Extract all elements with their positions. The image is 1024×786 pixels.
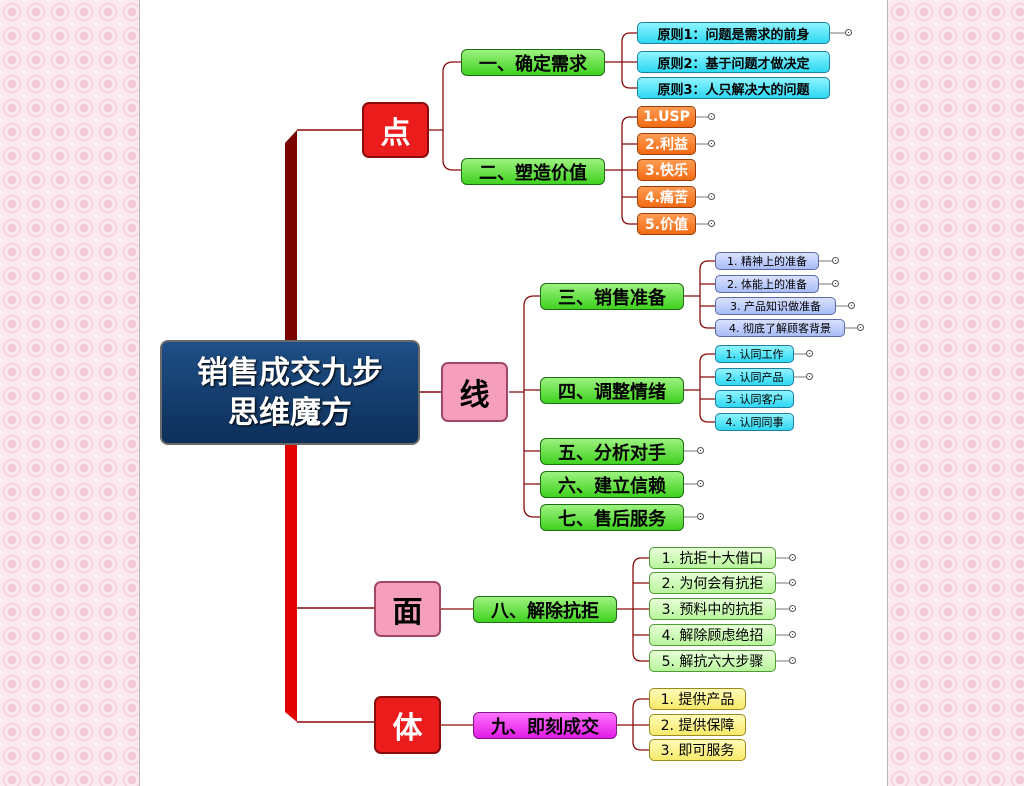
leaf-principle-2[interactable]: 原则2：基于问题才做决定	[637, 51, 830, 73]
trunk-upper	[285, 130, 297, 340]
topic-3-sales-prep[interactable]: 三、销售准备	[540, 283, 684, 310]
expand-toggle-icon[interactable]	[806, 350, 813, 357]
topic-4-adjust-emotion[interactable]: 四、调整情绪	[540, 377, 684, 404]
leaf-accept-customer[interactable]: 3. 认同客户	[715, 390, 794, 408]
leaf-physical-prep[interactable]: 2. 体能上的准备	[715, 275, 819, 293]
trunk-lower	[285, 444, 297, 722]
leaf-objection-tricks[interactable]: 4. 解除顾虑绝招	[649, 624, 776, 646]
leaf-pain[interactable]: 4.痛苦	[637, 186, 696, 208]
topic-5-analyze-rivals[interactable]: 五、分析对手	[540, 438, 684, 465]
leaf-usp[interactable]: 1.USP	[637, 106, 696, 128]
wires-xian	[509, 260, 715, 518]
leaf-immediate-service[interactable]: 3. 即可服务	[649, 739, 746, 761]
expand-toggle-icon[interactable]	[845, 29, 852, 36]
leaf-joy[interactable]: 3.快乐	[637, 159, 696, 181]
leaf-accept-work[interactable]: 1. 认同工作	[715, 345, 794, 363]
topic-7-after-sales[interactable]: 七、售后服务	[540, 504, 684, 531]
expand-toggle-icon[interactable]	[789, 631, 796, 638]
leaf-objection-expected[interactable]: 3. 预料中的抗拒	[649, 598, 776, 620]
leaf-objection-excuses[interactable]: 1. 抗拒十大借口	[649, 547, 776, 569]
leaf-objection-why[interactable]: 2. 为何会有抗拒	[649, 572, 776, 594]
hub-ti[interactable]: 体	[374, 696, 441, 754]
hub-xian[interactable]: 线	[441, 362, 508, 422]
expand-toggle-icon[interactable]	[806, 373, 813, 380]
expand-toggle-icon[interactable]	[789, 579, 796, 586]
leaf-benefit[interactable]: 2.利益	[637, 133, 696, 155]
center-title-line1: 销售成交九步	[197, 354, 383, 391]
topic-8-handle-objection[interactable]: 八、解除抗拒	[473, 596, 617, 623]
expander-stubs	[684, 32, 857, 662]
expand-toggle-icon[interactable]	[697, 513, 704, 520]
topic-9-close-deal[interactable]: 九、即刻成交	[473, 712, 617, 739]
leaf-offer-product[interactable]: 1. 提供产品	[649, 688, 746, 710]
expand-toggle-icon[interactable]	[857, 324, 864, 331]
center-topic[interactable]: 销售成交九步 思维魔方	[160, 340, 420, 445]
expand-toggle-icon[interactable]	[789, 605, 796, 612]
leaf-principle-1[interactable]: 原则1：问题是需求的前身	[637, 22, 830, 44]
leaf-principle-3[interactable]: 原则3：人只解决大的问题	[637, 77, 830, 99]
center-title-line2: 思维魔方	[228, 394, 352, 431]
expand-toggle-icon[interactable]	[708, 113, 715, 120]
leaf-customer-background[interactable]: 4. 彻底了解顾客背景	[715, 319, 845, 337]
expand-toggle-icon[interactable]	[832, 280, 839, 287]
leaf-offer-guarantee[interactable]: 2. 提供保障	[649, 714, 746, 736]
leaf-product-knowledge[interactable]: 3. 产品知识做准备	[715, 297, 836, 315]
leaf-accept-colleague[interactable]: 4. 认同同事	[715, 413, 794, 431]
wires-dian	[429, 32, 637, 225]
hub-dian[interactable]: 点	[362, 102, 429, 158]
topic-1-confirm-needs[interactable]: 一、确定需求	[461, 49, 605, 76]
expand-toggle-icon[interactable]	[848, 302, 855, 309]
topic-6-build-trust[interactable]: 六、建立信赖	[540, 471, 684, 498]
leaf-mental-prep[interactable]: 1. 精神上的准备	[715, 252, 819, 270]
expand-toggle-icon[interactable]	[789, 657, 796, 664]
expand-toggle-icon[interactable]	[708, 193, 715, 200]
leaf-value[interactable]: 5.价值	[637, 213, 696, 235]
leaf-objection-six-steps[interactable]: 5. 解抗六大步骤	[649, 650, 776, 672]
expand-toggle-icon[interactable]	[708, 220, 715, 227]
expand-toggle-icon[interactable]	[697, 480, 704, 487]
expand-toggle-icon[interactable]	[789, 554, 796, 561]
expand-toggle-icon[interactable]	[697, 447, 704, 454]
topic-2-shape-value[interactable]: 二、塑造价值	[461, 158, 605, 185]
wires-mian-ti	[441, 557, 649, 751]
leaf-accept-product[interactable]: 2. 认同产品	[715, 368, 794, 386]
expand-toggle-icon[interactable]	[708, 140, 715, 147]
hub-mian[interactable]: 面	[374, 581, 441, 637]
expand-toggle-icon[interactable]	[832, 257, 839, 264]
